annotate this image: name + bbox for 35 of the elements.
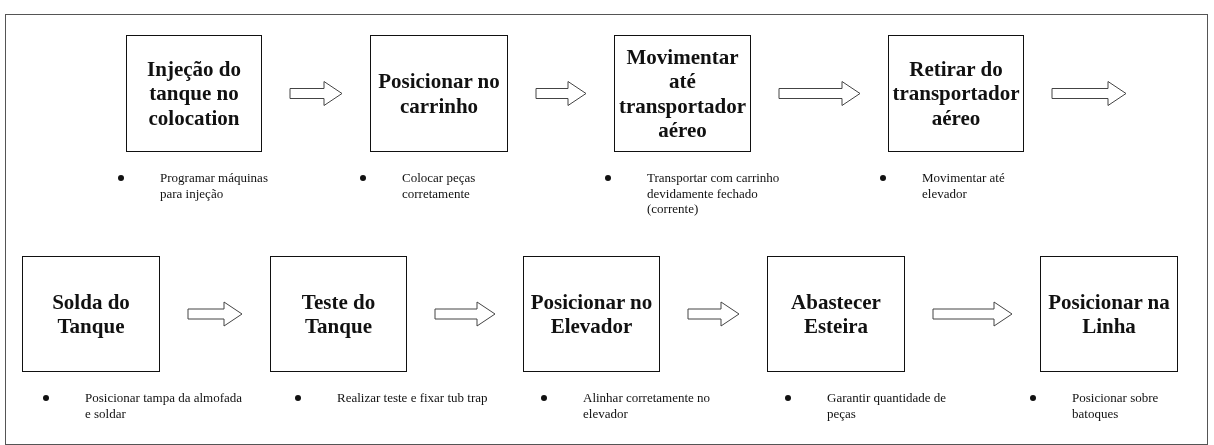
bullet-text: Realizar teste e fixar tub trap — [337, 390, 489, 406]
step-title: Abastecer Esteira — [790, 289, 882, 339]
bullet-text: Transportar com carrinho devidamente fechado (corrente) — [647, 170, 781, 217]
step-title: Solda do Tanque — [51, 289, 131, 339]
block-arrow — [187, 301, 243, 327]
process-box — [1040, 256, 1178, 372]
process-box — [614, 35, 751, 152]
bullet-text: Movimentar até elevador — [922, 170, 1006, 202]
process-box — [523, 256, 660, 372]
block-arrow — [535, 81, 587, 106]
process-box — [22, 256, 160, 372]
process-box — [767, 256, 905, 372]
block-arrow — [778, 81, 861, 106]
process-box — [126, 35, 262, 152]
bullet-text: Posicionar tampa da almofada e soldar — [85, 390, 244, 422]
step-title: Movimentar até transportador aéreo — [617, 45, 748, 142]
process-box — [370, 35, 508, 152]
process-box — [270, 256, 407, 372]
step-title: Retirar do transportador aéreo — [891, 57, 1021, 130]
process-box — [888, 35, 1024, 152]
block-arrow — [434, 301, 496, 327]
step-title: Posicionar na Linha — [1047, 289, 1171, 339]
block-arrow — [687, 301, 740, 327]
bullet-text: Colocar peças corretamente — [402, 170, 477, 202]
block-arrow — [289, 81, 343, 106]
step-title: Posicionar no Elevador — [529, 289, 654, 339]
bullet-text: Posicionar sobre batoques — [1072, 390, 1160, 422]
bullet-text: Programar máquinas para injeção — [160, 170, 269, 202]
block-arrow — [932, 301, 1013, 327]
step-title: Posicionar no carrinho — [377, 69, 501, 118]
step-title: Teste do Tanque — [300, 289, 377, 339]
step-title: Injeção do tanque no colocation — [146, 57, 242, 130]
bullet-text: Alinhar corretamente no elevador — [583, 390, 712, 422]
block-arrow — [1051, 81, 1127, 106]
bullet-text: Garantir quantidade de peças — [827, 390, 948, 422]
